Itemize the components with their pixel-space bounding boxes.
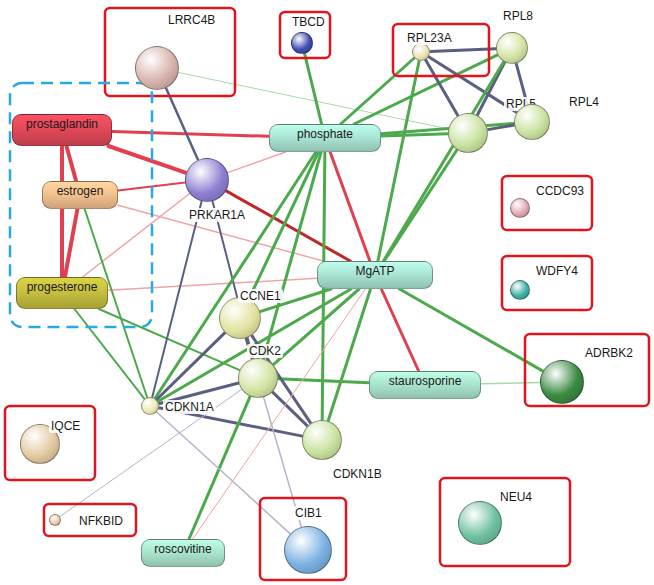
highlight-box: [393, 24, 489, 76]
node-label: CDKN1B: [331, 467, 384, 481]
compound-node: phosphate: [269, 124, 381, 152]
interaction-edge: [66, 146, 76, 181]
highlight-box: [260, 498, 346, 580]
compound-node: MgATP: [317, 261, 433, 289]
protein-node: RPL23A: [412, 43, 430, 61]
protein-node: CDKN1A: [141, 397, 159, 415]
interaction-edge: [305, 54, 322, 124]
node-label: CIB1: [293, 506, 324, 520]
interaction-edge: [278, 379, 369, 383]
node-label: NEU4: [498, 490, 534, 504]
node-label: IQCE: [49, 419, 82, 433]
interaction-edge: [272, 392, 307, 426]
compound-node: estrogen: [42, 181, 118, 209]
protein-node: ADRBK2: [540, 360, 584, 404]
compound-node: prostaglandin: [12, 114, 112, 146]
interaction-edge: [383, 62, 503, 261]
interaction-edge: [189, 396, 250, 539]
protein-node: RPL8: [496, 32, 528, 64]
interaction-edge: [477, 62, 504, 115]
highlight-box: [5, 406, 95, 480]
interaction-edge: [426, 60, 458, 116]
interaction-edge: [155, 152, 316, 398]
interaction-edge: [158, 289, 351, 401]
interaction-edge: [378, 61, 419, 261]
protein-node: CCNE1: [219, 297, 261, 339]
interaction-edge: [108, 146, 186, 173]
node-label: prostaglandin: [26, 115, 98, 131]
node-label: staurosporine: [389, 372, 462, 388]
compound-node: staurosporine: [369, 371, 481, 399]
protein-node: CCDC93: [510, 198, 530, 218]
interaction-edge: [60, 146, 64, 277]
interaction-edge: [330, 152, 370, 261]
node-label: ADRBK2: [583, 346, 635, 360]
compound-node: roscovitine: [141, 539, 225, 567]
node-label: RPL4: [567, 95, 601, 109]
node-label: CCNE1: [238, 289, 283, 303]
node-label: estrogen: [57, 182, 104, 198]
interaction-edge: [226, 191, 350, 261]
protein-node: PRKAR1A: [185, 158, 229, 202]
node-label: WDFY4: [534, 264, 580, 278]
interaction-edge: [65, 209, 77, 277]
interaction-edge: [60, 389, 242, 516]
interaction-edge: [263, 152, 321, 359]
interaction-edge: [157, 412, 291, 534]
highlight-box: [502, 256, 592, 310]
protein-node: LRRC4B: [135, 46, 179, 90]
node-label: LRRC4B: [166, 13, 217, 27]
protein-node: RPL5: [448, 113, 488, 153]
protein-node: CDK2: [238, 358, 278, 398]
node-label: CDK2: [247, 344, 283, 358]
interaction-edge: [228, 152, 286, 173]
interaction-edge: [249, 152, 318, 299]
group-dashed-box: [10, 83, 152, 327]
node-label: RPL8: [501, 9, 535, 23]
node-label: PRKAR1A: [187, 208, 247, 222]
interaction-edge: [430, 49, 496, 52]
interaction-edge: [328, 289, 370, 421]
node-label: roscovitine: [154, 540, 211, 556]
highlight-box: [44, 504, 136, 536]
highlight-box: [440, 478, 570, 566]
interaction-edge: [481, 382, 540, 383]
protein-node: CDKN1B: [302, 420, 342, 460]
highlight-box: [280, 12, 330, 58]
highlight-box: [502, 176, 592, 230]
protein-node: CIB1: [284, 526, 332, 574]
interaction-edge: [74, 309, 144, 399]
highlight-box: [525, 334, 649, 406]
node-label: phosphate: [297, 125, 353, 141]
interaction-edge: [166, 88, 198, 160]
protein-node: RPL4: [514, 104, 550, 140]
protein-node: TBCD: [291, 32, 313, 54]
interaction-edge: [193, 289, 366, 539]
protein-node: NEU4: [458, 501, 502, 545]
node-label: CDKN1A: [163, 400, 216, 414]
interaction-edge: [384, 150, 457, 261]
node-label: RPL23A: [405, 31, 454, 45]
node-label: NFKBID: [77, 514, 125, 528]
node-label: MgATP: [355, 262, 394, 278]
compound-node: progesterone: [16, 277, 108, 309]
protein-node: NFKBID: [49, 514, 61, 526]
protein-node: IQCE: [20, 424, 60, 464]
interaction-edge: [354, 55, 497, 124]
interaction-edge: [488, 125, 515, 130]
protein-node: WDFY4: [510, 280, 530, 300]
node-label: TBCD: [290, 15, 327, 29]
interaction-edge: [112, 132, 269, 137]
node-label: CCDC93: [534, 184, 586, 198]
interaction-edge: [381, 289, 418, 371]
node-label: progesterone: [27, 278, 98, 294]
interaction-edge: [152, 201, 201, 397]
interaction-edge: [399, 289, 542, 371]
